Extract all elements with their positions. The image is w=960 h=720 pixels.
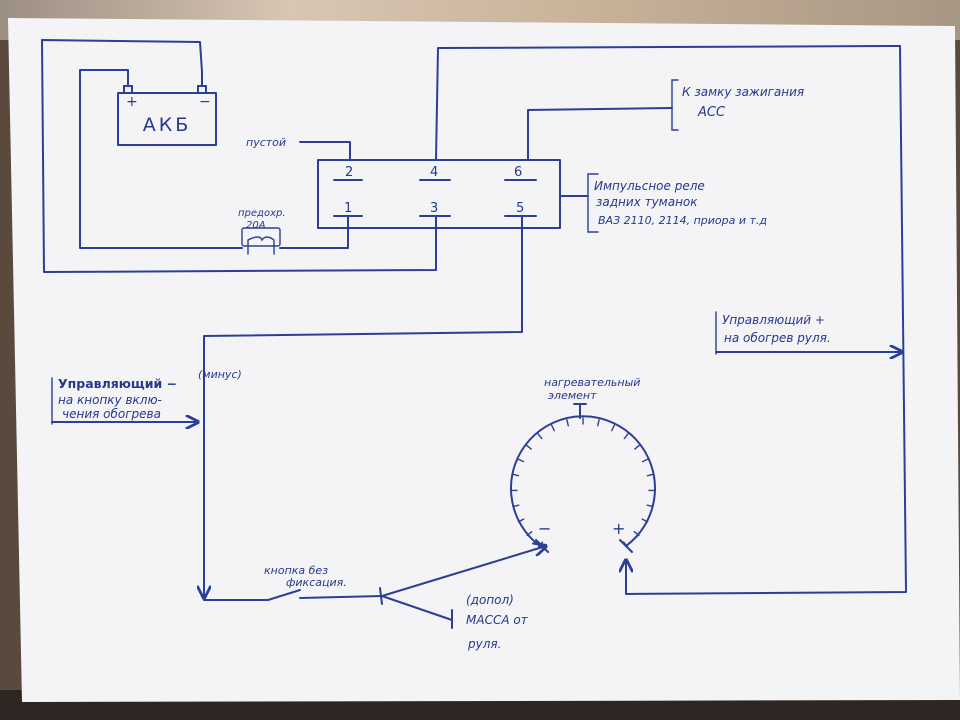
relay-pin-3: 3 [430,201,438,216]
wire-empty-to-pin-2 [299,141,351,161]
relay-pin-1: 1 [344,201,352,216]
ground-label-1: (допол) [466,593,514,607]
heater-tick [566,419,569,427]
heater-element [510,403,656,553]
relay-pin-2: 2 [345,165,353,180]
battery-label: АКБ [143,114,192,136]
relay-pin-6: 6 [514,165,522,180]
heater-tick [611,424,616,432]
fuse-label-1: предохр. [238,208,286,219]
heater-ticks [510,417,656,548]
ctrl-minus-label-3: чения обогрева [62,407,161,421]
wire-fuse-to-pin-1 [279,215,349,249]
heater-tick [512,504,520,508]
heater-tick [646,504,654,508]
wire-to-heater-minus [381,546,546,597]
button-label-1: кнопка без [264,564,328,577]
wire-pin-5-to-button [204,215,523,598]
paper-sheet [8,18,960,702]
ground-label-2: МАССА от [466,613,529,627]
relay-pin-5: 5 [516,201,524,216]
ctrl-plus-label-2: на обогрев руля. [724,331,831,345]
heater-tick [550,424,555,432]
wire-battery-plus-to-fuse [79,69,243,249]
button-contact [267,589,301,601]
ctrl-minus-label-1: Управляющий − [58,376,177,391]
heater-plus-label: + [612,519,625,538]
heater-minus-label: − [538,519,551,538]
battery-plus-label: + [126,94,138,110]
labels: пустой предохр. 20А К замку зажигания АС… [58,85,831,651]
wire-pin-4-bus [435,45,907,595]
battery-minus-label: − [199,94,211,110]
fuse-label-2: 20А [246,220,266,231]
fuse [241,227,281,255]
heater-label-1: нагревательный [544,376,640,389]
heater-tick [633,530,640,537]
heater-tick [517,458,525,463]
button-label-2: фиксация. [286,576,347,589]
heater-tick [641,518,649,523]
ctrl-minus-note: (минус) [198,368,242,381]
relay-label-1: Импульсное реле [594,179,705,193]
heater-tick [517,518,525,523]
wire-pin-6-to-acc [527,107,673,161]
ctrl-plus-label-1: Управляющий + [722,313,825,327]
relay-label-bracket [587,173,599,233]
heater-tick [537,433,543,440]
wires [41,39,907,629]
relay-pin-4: 4 [430,165,438,180]
heater-tick [597,419,600,427]
relay-label-3: ВАЗ 2110, 2114, приора и т.д [598,214,767,227]
wire-battery-minus-to-pin-3 [41,39,437,273]
heater-tick [623,433,629,440]
relay-label-2: задних туманок [596,195,698,209]
ground-label-3: руля. [467,637,501,651]
heater-tick [525,444,532,450]
heater-tick [641,458,649,463]
ctrl-minus-label-2: на кнопку вклю- [58,393,162,407]
wire-button-to-junction [299,595,383,599]
empty-terminal-label: пустой [246,136,286,149]
wire-to-ground [381,595,453,621]
heater-tick [634,444,641,450]
ignition-label-1: К замку зажигания [682,85,804,99]
heater-tick [512,473,520,477]
heater-tick [646,473,654,477]
ignition-bracket [671,79,679,131]
heater-label-2: элемент [548,389,597,402]
heater-tick [526,530,533,537]
ignition-label-2: АСС [697,105,726,120]
